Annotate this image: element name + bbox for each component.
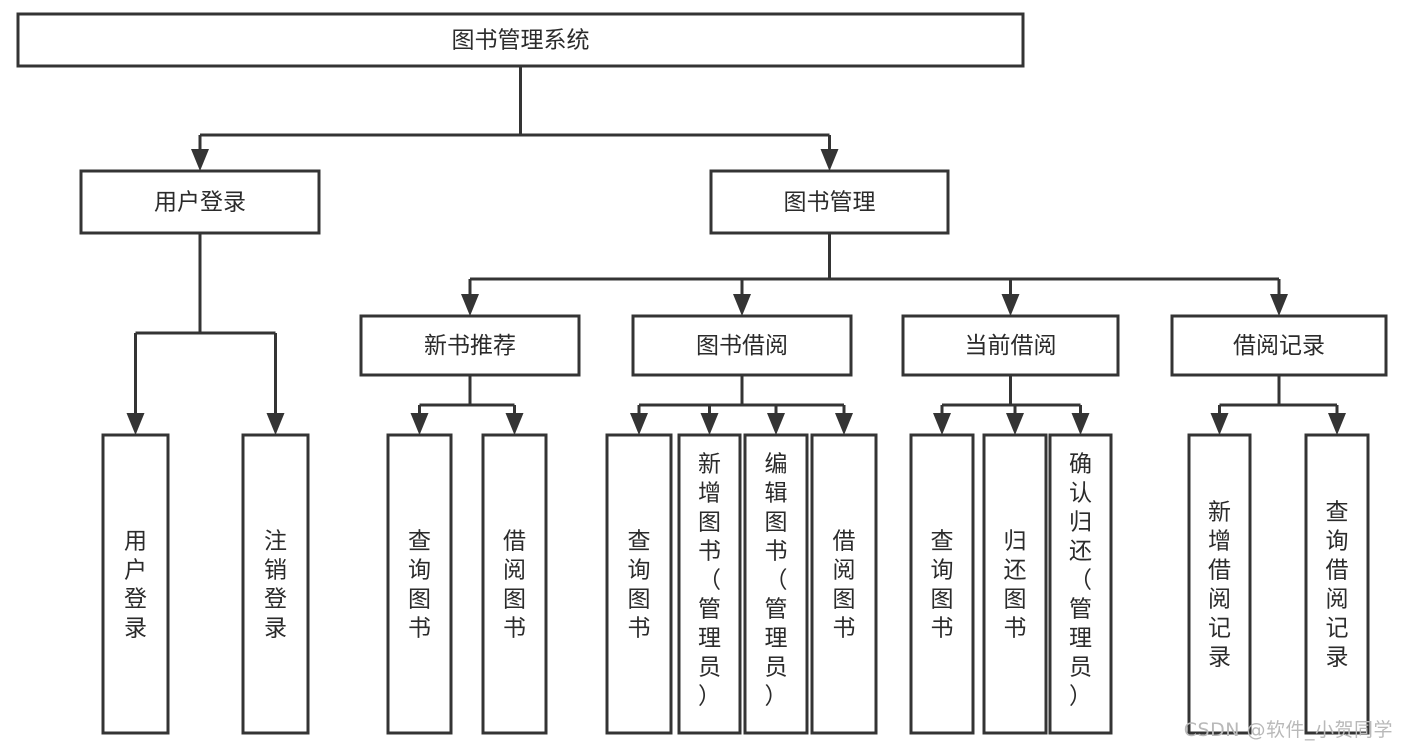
arrow-head-bookmgmt-3: [1270, 294, 1288, 316]
node-box-leaf-add-book: [677, 433, 742, 735]
node-label-current: 当前借阅: [965, 333, 1057, 359]
node-label-records: 借阅记录: [1233, 333, 1325, 359]
node-box-current: [901, 314, 1120, 377]
node-label-leaf-edit-book: 编辑图书（管理员）: [765, 452, 788, 710]
node-box-leaf-confirm-return: [1048, 433, 1113, 735]
connector-layer: [126, 66, 1346, 435]
arrow-head-bookmgmt-0: [461, 294, 479, 316]
arrow-head-login-1: [266, 413, 285, 435]
node-bookmgmt[interactable]: 图书管理: [709, 169, 950, 235]
node-label-login: 用户登录: [154, 190, 246, 216]
arrow-head-login-0: [126, 413, 145, 435]
node-box-records: [1170, 314, 1388, 377]
node-box-leaf-user-login: [101, 433, 170, 735]
node-box-leaf-return-book: [982, 433, 1048, 735]
node-box-leaf-add-record: [1187, 433, 1252, 735]
node-box-leaf-query-record: [1304, 433, 1370, 735]
node-leaf-borrow-book-2[interactable]: 借阅图书: [810, 433, 878, 735]
node-label-leaf-return-book: 归还图书: [1004, 529, 1027, 642]
node-login[interactable]: 用户登录: [79, 169, 321, 235]
node-label-leaf-query-book-1: 查询图书: [408, 529, 431, 642]
arrow-head-current-2: [1071, 413, 1090, 435]
node-leaf-user-login[interactable]: 用户登录: [101, 433, 170, 735]
node-label-leaf-confirm-return: 确认归还（管理员）: [1069, 452, 1092, 710]
node-box-login: [79, 169, 321, 235]
node-box-leaf-edit-book: [743, 433, 809, 735]
node-leaf-return-book[interactable]: 归还图书: [982, 433, 1048, 735]
node-box-leaf-query-book-1: [386, 433, 453, 735]
arrow-head-bookmgmt-2: [1001, 294, 1020, 316]
arrow-head-root-0: [191, 149, 209, 171]
node-newbook[interactable]: 新书推荐: [359, 314, 581, 377]
arrow-head-current-1: [1006, 413, 1024, 435]
node-label-leaf-user-logout: 注销登录: [264, 529, 287, 642]
arrow-head-records-1: [1328, 413, 1346, 435]
arrow-head-borrow-2: [767, 413, 785, 435]
node-leaf-query-book-3[interactable]: 查询图书: [909, 433, 975, 735]
node-leaf-query-book-1[interactable]: 查询图书: [386, 433, 453, 735]
node-leaf-borrow-book-1[interactable]: 借阅图书: [481, 433, 548, 735]
arrow-head-current-0: [933, 413, 951, 435]
node-label-leaf-borrow-book-2: 借阅图书: [833, 529, 856, 642]
node-root[interactable]: 图书管理系统: [16, 12, 1025, 68]
arrow-head-borrow-1: [700, 413, 719, 435]
node-records[interactable]: 借阅记录: [1170, 314, 1388, 377]
node-label-leaf-query-book-3: 查询图书: [931, 529, 954, 642]
arrow-head-records-0: [1210, 413, 1229, 435]
node-label-borrow: 图书借阅: [696, 333, 788, 359]
node-box-newbook: [359, 314, 581, 377]
node-label-bookmgmt: 图书管理: [784, 190, 876, 216]
node-box-leaf-borrow-book-2: [810, 433, 878, 735]
arrow-head-newbook-1: [505, 413, 524, 435]
node-box-leaf-user-logout: [241, 433, 310, 735]
node-label-leaf-add-book: 新增图书（管理员）: [698, 452, 721, 710]
node-leaf-query-book-2[interactable]: 查询图书: [605, 433, 673, 735]
node-leaf-confirm-return[interactable]: 确认归还（管理员）: [1048, 433, 1113, 735]
arrow-head-root-1: [820, 149, 839, 171]
node-leaf-add-book[interactable]: 新增图书（管理员）: [677, 433, 742, 735]
arrow-head-borrow-3: [835, 413, 853, 435]
node-box-root: [16, 12, 1025, 68]
node-box-leaf-borrow-book-1: [481, 433, 548, 735]
node-label-root: 图书管理系统: [452, 28, 590, 54]
node-label-leaf-query-record: 查询借阅记录: [1326, 500, 1349, 671]
node-borrow[interactable]: 图书借阅: [631, 314, 853, 377]
node-box-leaf-query-book-3: [909, 433, 975, 735]
node-label-newbook: 新书推荐: [424, 333, 516, 359]
node-box-leaf-query-book-2: [605, 433, 673, 735]
node-label-leaf-borrow-book-1: 借阅图书: [503, 529, 526, 642]
node-label-leaf-add-record: 新增借阅记录: [1208, 500, 1231, 671]
node-leaf-edit-book[interactable]: 编辑图书（管理员）: [743, 433, 809, 735]
node-leaf-add-record[interactable]: 新增借阅记录: [1187, 433, 1252, 735]
arrow-head-borrow-0: [630, 413, 648, 435]
node-leaf-query-record[interactable]: 查询借阅记录: [1304, 433, 1370, 735]
node-box-bookmgmt: [709, 169, 950, 235]
arrow-head-bookmgmt-1: [733, 294, 751, 316]
node-current[interactable]: 当前借阅: [901, 314, 1120, 377]
node-box-borrow: [631, 314, 853, 377]
node-label-leaf-user-login: 用户登录: [124, 529, 147, 642]
watermark-label: CSDN @软件_小贺同学: [1183, 719, 1393, 741]
node-layer: 图书管理系统用户登录图书管理新书推荐图书借阅当前借阅借阅记录用户登录注销登录查询…: [16, 12, 1388, 735]
node-leaf-user-logout[interactable]: 注销登录: [241, 433, 310, 735]
node-label-leaf-query-book-2: 查询图书: [628, 529, 651, 642]
arrow-head-newbook-0: [410, 413, 429, 435]
